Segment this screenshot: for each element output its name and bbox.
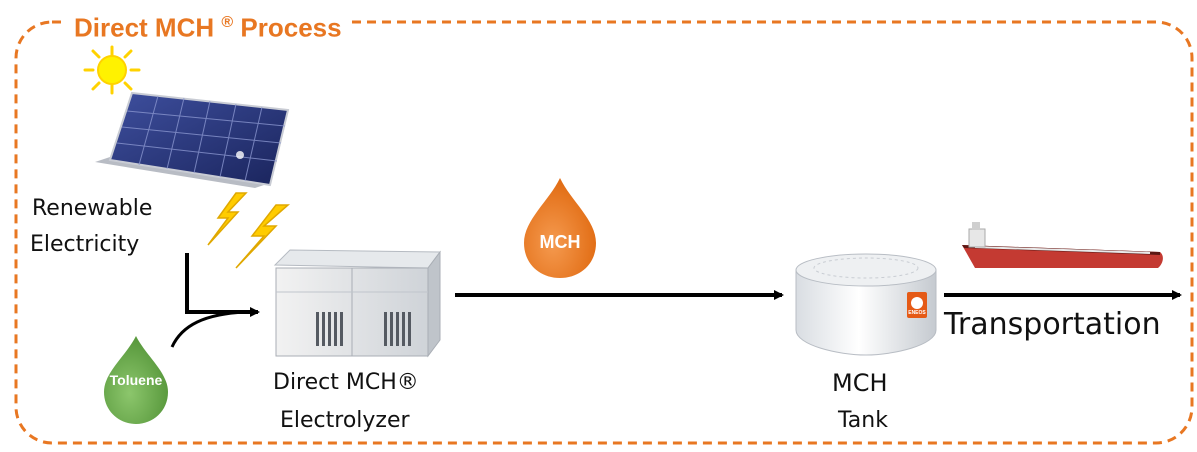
toluene-label: Toluene (109, 372, 163, 388)
tank-icon: ENEOS (795, 253, 937, 356)
tank-label-line1: MCH (832, 369, 888, 397)
tank-logo-text: ENEOS (908, 310, 926, 316)
electrolyzer-label-line2: Electrolyzer (280, 408, 410, 433)
transportation-label: Transportation (944, 307, 1161, 342)
mch-drop-label: MCH (539, 232, 581, 252)
power-connector (185, 253, 260, 317)
lightning-icon (207, 192, 290, 269)
electrolyzer-icon (273, 249, 441, 358)
electrolyzer-label-line1: Direct MCH® (273, 370, 419, 395)
toluene-connector (170, 310, 246, 348)
registered-mark: ® (221, 14, 234, 31)
sun-icon (83, 45, 141, 95)
solar-panel-icon (95, 91, 290, 188)
ship-icon (962, 222, 1163, 268)
tank-label-line2: Tank (838, 408, 888, 433)
renewable-label-line2: Electricity (30, 232, 140, 257)
title-suffix: Process (240, 12, 342, 43)
process-frame (14, 20, 1194, 445)
page-title: Direct MCH ® Process (66, 8, 350, 43)
renewable-label-line1: Renewable (32, 196, 153, 221)
toluene-drop-icon (104, 336, 168, 424)
title-prefix: Direct MCH (74, 12, 215, 43)
mch-drop-icon (524, 178, 596, 278)
